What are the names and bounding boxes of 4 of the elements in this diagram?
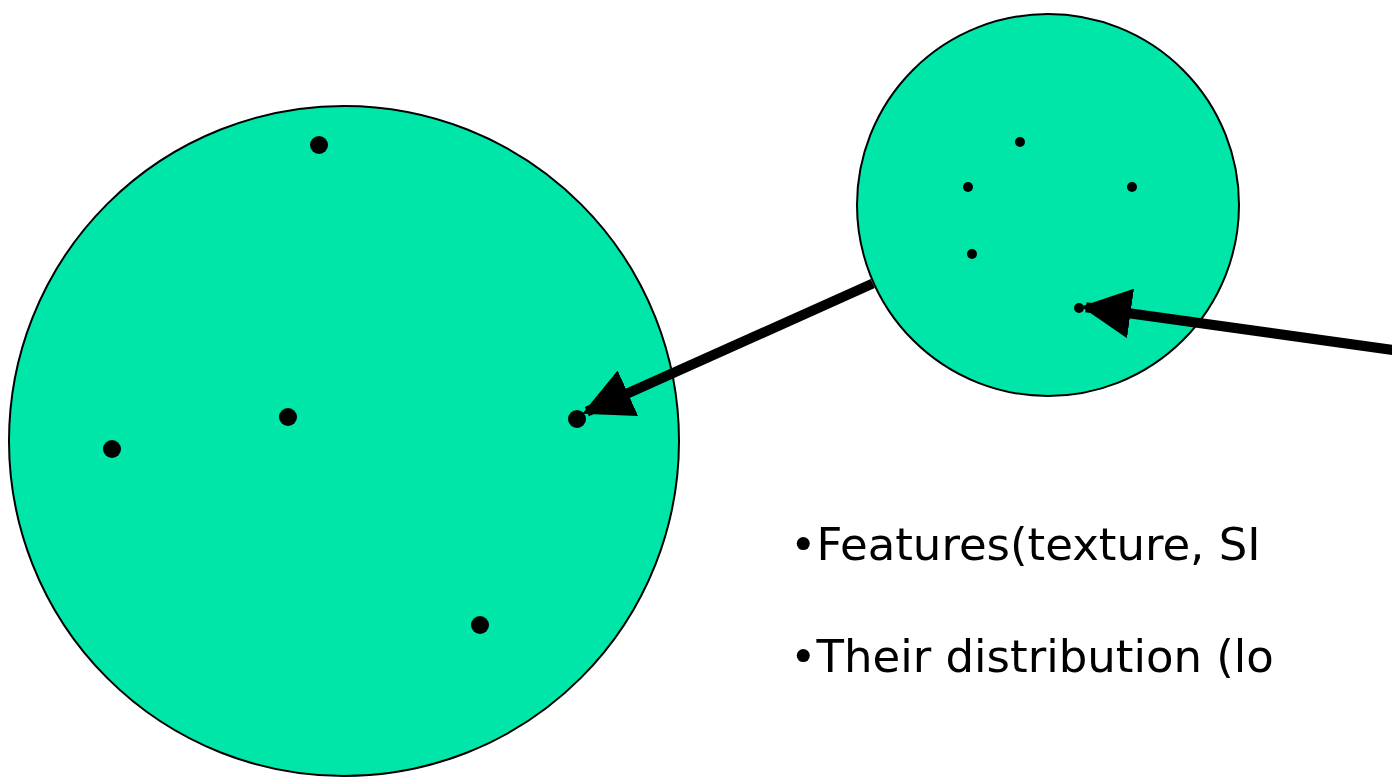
arrow xyxy=(1080,288,1392,356)
bullet-text: •Features(texture, SI xyxy=(790,522,1261,567)
bullet-text: •Their distribution (lo xyxy=(790,634,1274,679)
arrow xyxy=(582,278,875,417)
